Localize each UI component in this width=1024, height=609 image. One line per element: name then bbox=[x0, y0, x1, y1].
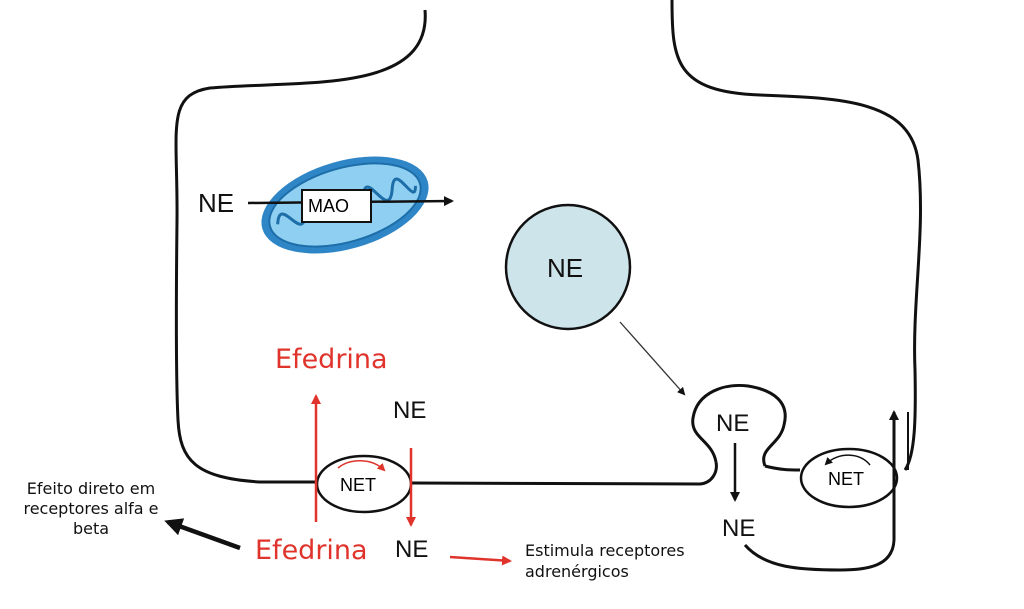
neuron-membrane bbox=[174, 9, 427, 484]
efeito-line-1: Efeito direto em bbox=[26, 479, 156, 498]
membrane-segment-between-vesicle-and-net bbox=[764, 464, 801, 472]
stimula-line-1: Estimula receptores bbox=[525, 541, 685, 560]
reuptake-path bbox=[743, 410, 899, 572]
ne-label-vesicle: NE bbox=[547, 253, 584, 283]
net-label-left: NET bbox=[340, 475, 376, 495]
stimula-receptores-label: Estimula receptores adrenérgicos bbox=[525, 541, 685, 583]
ne-label-right-bottom: NE bbox=[722, 515, 756, 542]
efedrina-label-bottom: Efedrina bbox=[255, 535, 368, 566]
mao-label: MAO bbox=[308, 196, 350, 216]
net-left-curved-arrow bbox=[337, 460, 386, 472]
fusing-vesicle bbox=[691, 383, 787, 467]
stimula-line-2: adrenérgicos bbox=[525, 561, 629, 581]
ne-label-left-bottom: NE bbox=[395, 536, 429, 563]
net-right-curved-arrow bbox=[824, 454, 871, 466]
efeito-direto-label: Efeito direto em receptores alfa e beta bbox=[18, 479, 164, 539]
neuron-membrane-bottom-left bbox=[411, 461, 718, 486]
efeito-line-3: beta bbox=[72, 519, 110, 538]
ne-label-left-top: NE bbox=[393, 397, 427, 424]
ne-label-fusion: NE bbox=[716, 410, 750, 437]
mao-box bbox=[301, 189, 372, 223]
efedrina-label-top: Efedrina bbox=[275, 344, 388, 375]
ne-label-mitochondrion: NE bbox=[198, 188, 235, 218]
stimula-arrow bbox=[449, 555, 512, 566]
ne-vesicle bbox=[504, 203, 632, 331]
net-label-right: NET bbox=[828, 469, 864, 489]
efeito-line-2: receptores alfa e bbox=[23, 499, 159, 518]
vesicle-to-fusion-arrow bbox=[619, 321, 686, 396]
neuron-membrane-right bbox=[670, 0, 922, 471]
efeito-direto-arrow bbox=[164, 518, 241, 551]
